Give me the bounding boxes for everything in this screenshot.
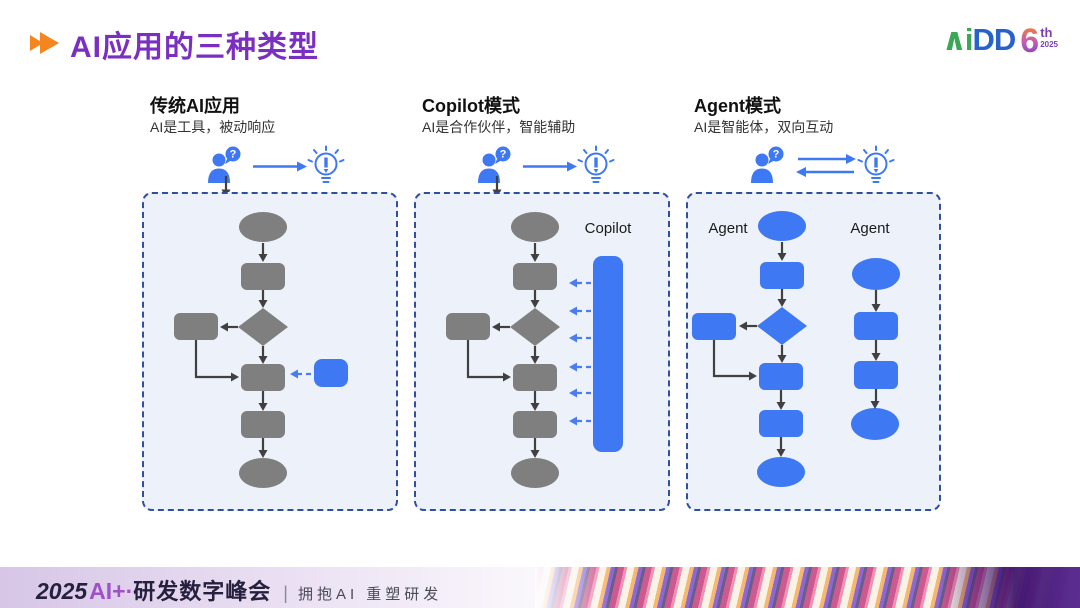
page-title: AI应用的三种类型 (70, 31, 319, 64)
question-mark: ? (773, 149, 780, 161)
col1-subtitle: AI是工具，被动响应 (150, 119, 276, 135)
copilot-label: Copilot (584, 220, 632, 237)
process-rect-1 (513, 263, 557, 290)
col1-title: 传统AI应用 (150, 96, 240, 116)
decision-diamond (510, 308, 560, 346)
logo-six: 6 (1020, 22, 1040, 60)
right-arrow-icon (523, 161, 577, 172)
right-arrow-icon (253, 161, 307, 172)
start-ellipse (239, 212, 287, 242)
question-mark: ? (230, 149, 237, 161)
process-rect-3 (513, 411, 557, 438)
logo-th: th (1040, 25, 1053, 40)
question-mark: ? (500, 149, 507, 161)
footer-year: 2025 (36, 578, 88, 604)
process-rect-3 (759, 410, 803, 437)
col3-title: Agent模式 (694, 96, 781, 116)
side-rect (446, 313, 490, 340)
process-rect-2 (241, 364, 285, 391)
user-question-icon: ? (751, 146, 784, 183)
lightbulb-pencil-icon (857, 145, 895, 183)
end-ellipse (757, 457, 805, 487)
footer-brand-name: 研发数字峰会 (133, 579, 272, 604)
right-rect-2 (854, 361, 898, 389)
process-rect-2 (513, 364, 557, 391)
panel-copilot (414, 192, 670, 511)
ai-assist-arrowhead (290, 369, 298, 379)
col2-title: Copilot模式 (422, 96, 520, 116)
decision-diamond (757, 307, 807, 345)
col2-subtitle: AI是合作伙伴，智能辅助 (422, 119, 576, 135)
start-ellipse (511, 212, 559, 242)
logo-ai: ∧i (941, 22, 974, 57)
right-end-ellipse (851, 408, 899, 440)
footer-books-art (535, 567, 1080, 608)
fast-forward-icon (30, 32, 59, 54)
lightbulb-pencil-icon (577, 145, 615, 183)
side-rect (174, 313, 218, 340)
end-ellipse (239, 458, 287, 488)
col3-subtitle: AI是智能体，双向互动 (694, 119, 834, 135)
panel-traditional (142, 192, 398, 511)
flowchart-copilot (446, 212, 623, 488)
ai-tool-rect (314, 359, 348, 387)
agent-label-left: Agent (708, 220, 748, 237)
copilot-bar (593, 256, 623, 452)
logo-dd: DD (972, 22, 1017, 57)
flowchart-traditional (174, 212, 348, 488)
footer-tagline: 拥抱AI 重塑研发 (297, 586, 443, 603)
bidirectional-arrows-icon (796, 154, 856, 177)
user-question-icon: ? (208, 146, 241, 183)
footer-separator: | (283, 583, 288, 603)
right-start-ellipse (852, 258, 900, 290)
footer-brand-ai: AI+· (89, 578, 134, 604)
process-rect-1 (760, 262, 804, 289)
agent-label-right: Agent (850, 220, 890, 237)
end-ellipse (511, 458, 559, 488)
side-rect (692, 313, 736, 340)
lightbulb-pencil-icon (307, 145, 345, 183)
panel-agent (686, 192, 941, 511)
flowchart-agent (692, 211, 900, 487)
process-rect-1 (241, 263, 285, 290)
start-ellipse (758, 211, 806, 241)
right-rect-1 (854, 312, 898, 340)
process-rect-3 (241, 411, 285, 438)
user-question-icon: ? (478, 146, 511, 183)
logo-year: 2025 (1040, 40, 1058, 49)
process-rect-2 (759, 363, 803, 390)
decision-diamond (238, 308, 288, 346)
